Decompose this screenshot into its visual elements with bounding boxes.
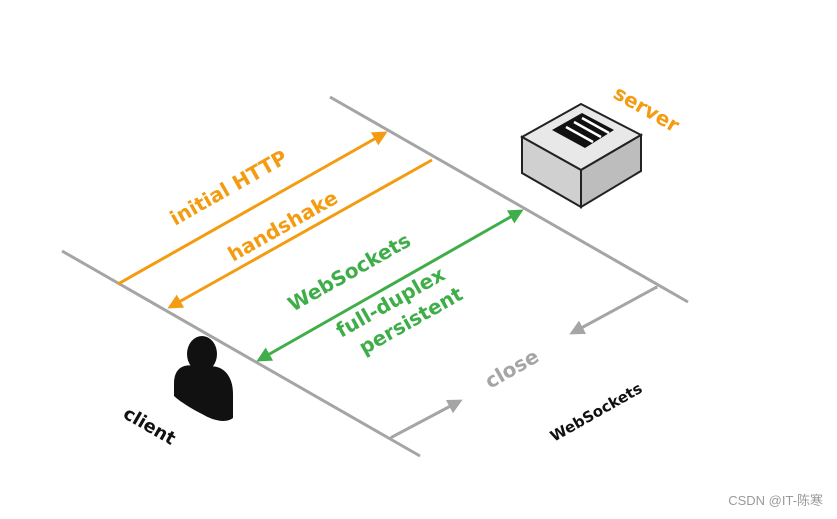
close-arrow-client [390,399,463,439]
person-icon [174,336,233,421]
websockets-footer-label: WebSockets [547,379,645,445]
client-timeline [61,249,421,458]
client-label: client [120,403,180,450]
server-timeline [329,95,689,304]
websocket-arrow [256,209,524,362]
initial-http-arrow [117,131,388,286]
handshake-label: handshake [224,185,342,266]
close-label: close [481,344,543,393]
server-box-icon [519,102,644,209]
watermark: CSDN @IT-陈寒 [728,493,823,508]
close-arrow-server [569,286,657,335]
